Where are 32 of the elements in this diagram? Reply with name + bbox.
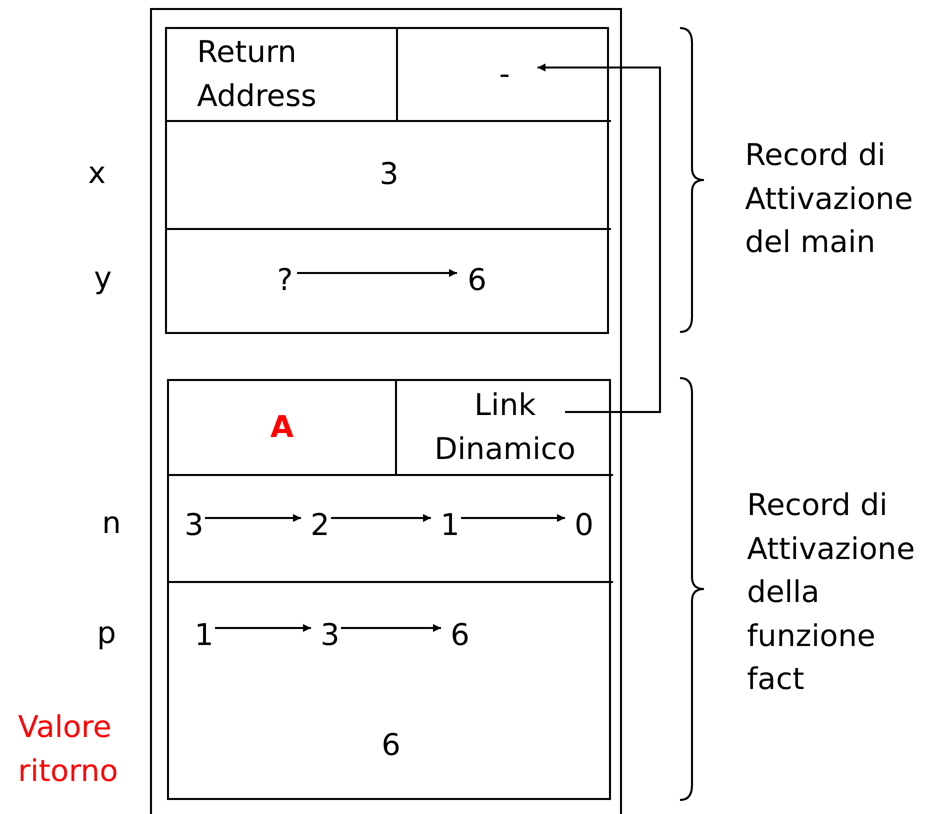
activation-record bbox=[167, 379, 611, 800]
variable-label: p bbox=[97, 615, 116, 653]
stack-cell: 6 bbox=[169, 689, 613, 802]
stack-cell: Link Dinamico bbox=[397, 381, 613, 474]
record-caption: Record di Attivazione del main bbox=[745, 137, 914, 262]
value-text: 3 bbox=[182, 508, 206, 544]
value-text: 1 bbox=[438, 508, 462, 544]
arrow bbox=[215, 624, 311, 632]
arrow bbox=[297, 269, 457, 277]
arrow bbox=[461, 514, 565, 522]
stack-frame bbox=[150, 8, 622, 814]
return-value-label: Valore ritorno bbox=[18, 709, 119, 790]
variable-label: x bbox=[88, 155, 106, 193]
stack-cell: A bbox=[169, 381, 397, 474]
stack-cell: Return Address bbox=[167, 29, 396, 122]
record-caption: Record di Attivazione della funzione fact bbox=[747, 487, 916, 699]
arrow bbox=[341, 624, 441, 632]
stack-cell: - bbox=[396, 29, 611, 122]
variable-label: n bbox=[102, 505, 122, 543]
value-text: 1 bbox=[192, 618, 216, 654]
value-text: ? bbox=[272, 263, 298, 299]
stack-cell: 3 bbox=[167, 122, 611, 228]
value-text: 6 bbox=[464, 263, 490, 299]
arrow bbox=[538, 64, 661, 413]
variable-label: y bbox=[94, 260, 112, 298]
value-text: 6 bbox=[448, 618, 472, 654]
value-text: 0 bbox=[572, 508, 596, 544]
activation-record bbox=[165, 27, 609, 334]
value-text: 3 bbox=[318, 618, 342, 654]
arrow bbox=[205, 514, 301, 522]
arrow bbox=[331, 514, 431, 522]
value-text: 2 bbox=[308, 508, 332, 544]
